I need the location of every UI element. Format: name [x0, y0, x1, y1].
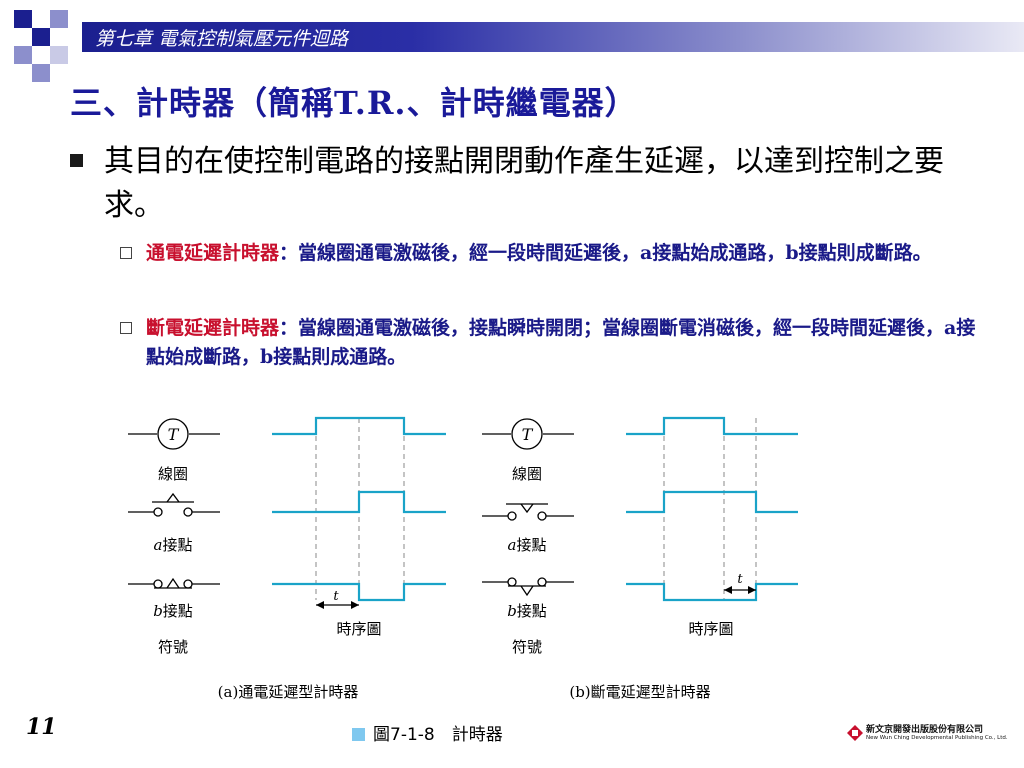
corner-square-2 — [32, 28, 50, 46]
coil-waveform — [272, 416, 446, 436]
svg-text:b接點: b接點 — [507, 602, 547, 620]
svg-text:線圈: 線圈 — [512, 465, 542, 483]
corner-square-4 — [14, 46, 32, 64]
a-contact-waveform — [272, 490, 446, 514]
publisher-name: 新文京開發出版股份有限公司 — [866, 725, 984, 735]
coil-symbol-icon — [511, 418, 543, 450]
a-contact-waveform — [626, 490, 798, 514]
symbols-a: T 線圈 a接點 b接點 符號 — [128, 418, 220, 656]
timing-diagram-b: t 時序圖 — [626, 416, 798, 638]
chapter-title: 第七章 電氣控制氣壓元件迴路 — [95, 28, 349, 50]
svg-text:T: T — [522, 425, 534, 444]
timer-figure: T 線圈 a接點 b接點 符號 t 時序圖 T — [128, 416, 798, 701]
main-bullet-text: 其目的在使控制電路的接點開閉動作產生延遲，以達到控制之要求。 — [104, 144, 944, 223]
caption-square-icon — [352, 728, 365, 741]
svg-text:a接點: a接點 — [508, 536, 547, 554]
coil-waveform — [626, 416, 798, 436]
square-bullet-icon — [70, 154, 83, 167]
publisher-mark-icon — [847, 725, 863, 741]
page-number: 11 — [26, 714, 57, 740]
sub-item-term: 通電延遲計時器 — [146, 242, 280, 264]
corner-square-1 — [14, 10, 32, 28]
figure-caption: 圖7-1-8 計時器 — [352, 720, 503, 745]
coil-letter: T — [168, 425, 180, 444]
symbol-label: 符號 — [158, 638, 188, 656]
svg-text:符號: 符號 — [512, 638, 542, 656]
timing-label: 時序圖 — [336, 620, 381, 638]
b-contact-waveform — [272, 582, 446, 602]
hollow-square-bullet-icon — [120, 247, 132, 259]
symbols-b: T 線圈 a接點 b接點 符號 — [482, 418, 574, 656]
corner-square-3 — [50, 10, 68, 28]
sub-item-off-delay: 斷電延遲計時器：當線圈通電激磁後，接點瞬時開閉；當線圈斷電消磁後，經一段時間延遲… — [120, 314, 990, 372]
svg-text:b接點: b接點 — [153, 602, 193, 620]
publisher-logo: 新文京開發出版股份有限公司 New Wun Ching Developmenta… — [846, 722, 1008, 748]
caption-b: (b)斷電延遲型計時器 — [569, 683, 710, 701]
header-bar — [82, 22, 1024, 52]
slide-title: 三、計時器（簡稱T.R.、計時繼電器） — [70, 84, 638, 122]
hollow-square-bullet-icon — [120, 322, 132, 334]
svg-text:t: t — [333, 589, 339, 604]
b-contact-waveform — [626, 582, 798, 602]
caption-a: (a)通電延遲型計時器 — [218, 683, 359, 701]
timing-diagram-a: t 時序圖 — [272, 416, 446, 638]
svg-text:時序圖: 時序圖 — [688, 620, 733, 638]
coil-symbol-icon — [157, 418, 189, 450]
coil-label: 線圈 — [158, 465, 188, 483]
sub-item-text: ：當線圈通電激磁後，接點瞬時開閉；當線圈斷電消磁後，經一段時間延遲後，a接點始成… — [146, 317, 976, 368]
corner-square-5 — [50, 46, 68, 64]
publisher-english: New Wun Ching Developmental Publishing C… — [866, 735, 1008, 741]
svg-text:t: t — [737, 572, 743, 587]
sub-item-term: 斷電延遲計時器 — [146, 317, 280, 339]
main-bullet: 其目的在使控制電路的接點開閉動作產生延遲，以達到控制之要求。 — [70, 140, 990, 228]
sub-item-text: ：當線圈通電激磁後，經一段時間延遲後，a接點始成通路，b接點則成斷路。 — [279, 242, 932, 264]
svg-text:a接點: a接點 — [154, 536, 193, 554]
sub-item-on-delay: 通電延遲計時器：當線圈通電激磁後，經一段時間延遲後，a接點始成通路，b接點則成斷… — [120, 239, 990, 268]
corner-square-6 — [32, 64, 50, 82]
figure-caption-text: 圖7-1-8 計時器 — [373, 725, 503, 745]
